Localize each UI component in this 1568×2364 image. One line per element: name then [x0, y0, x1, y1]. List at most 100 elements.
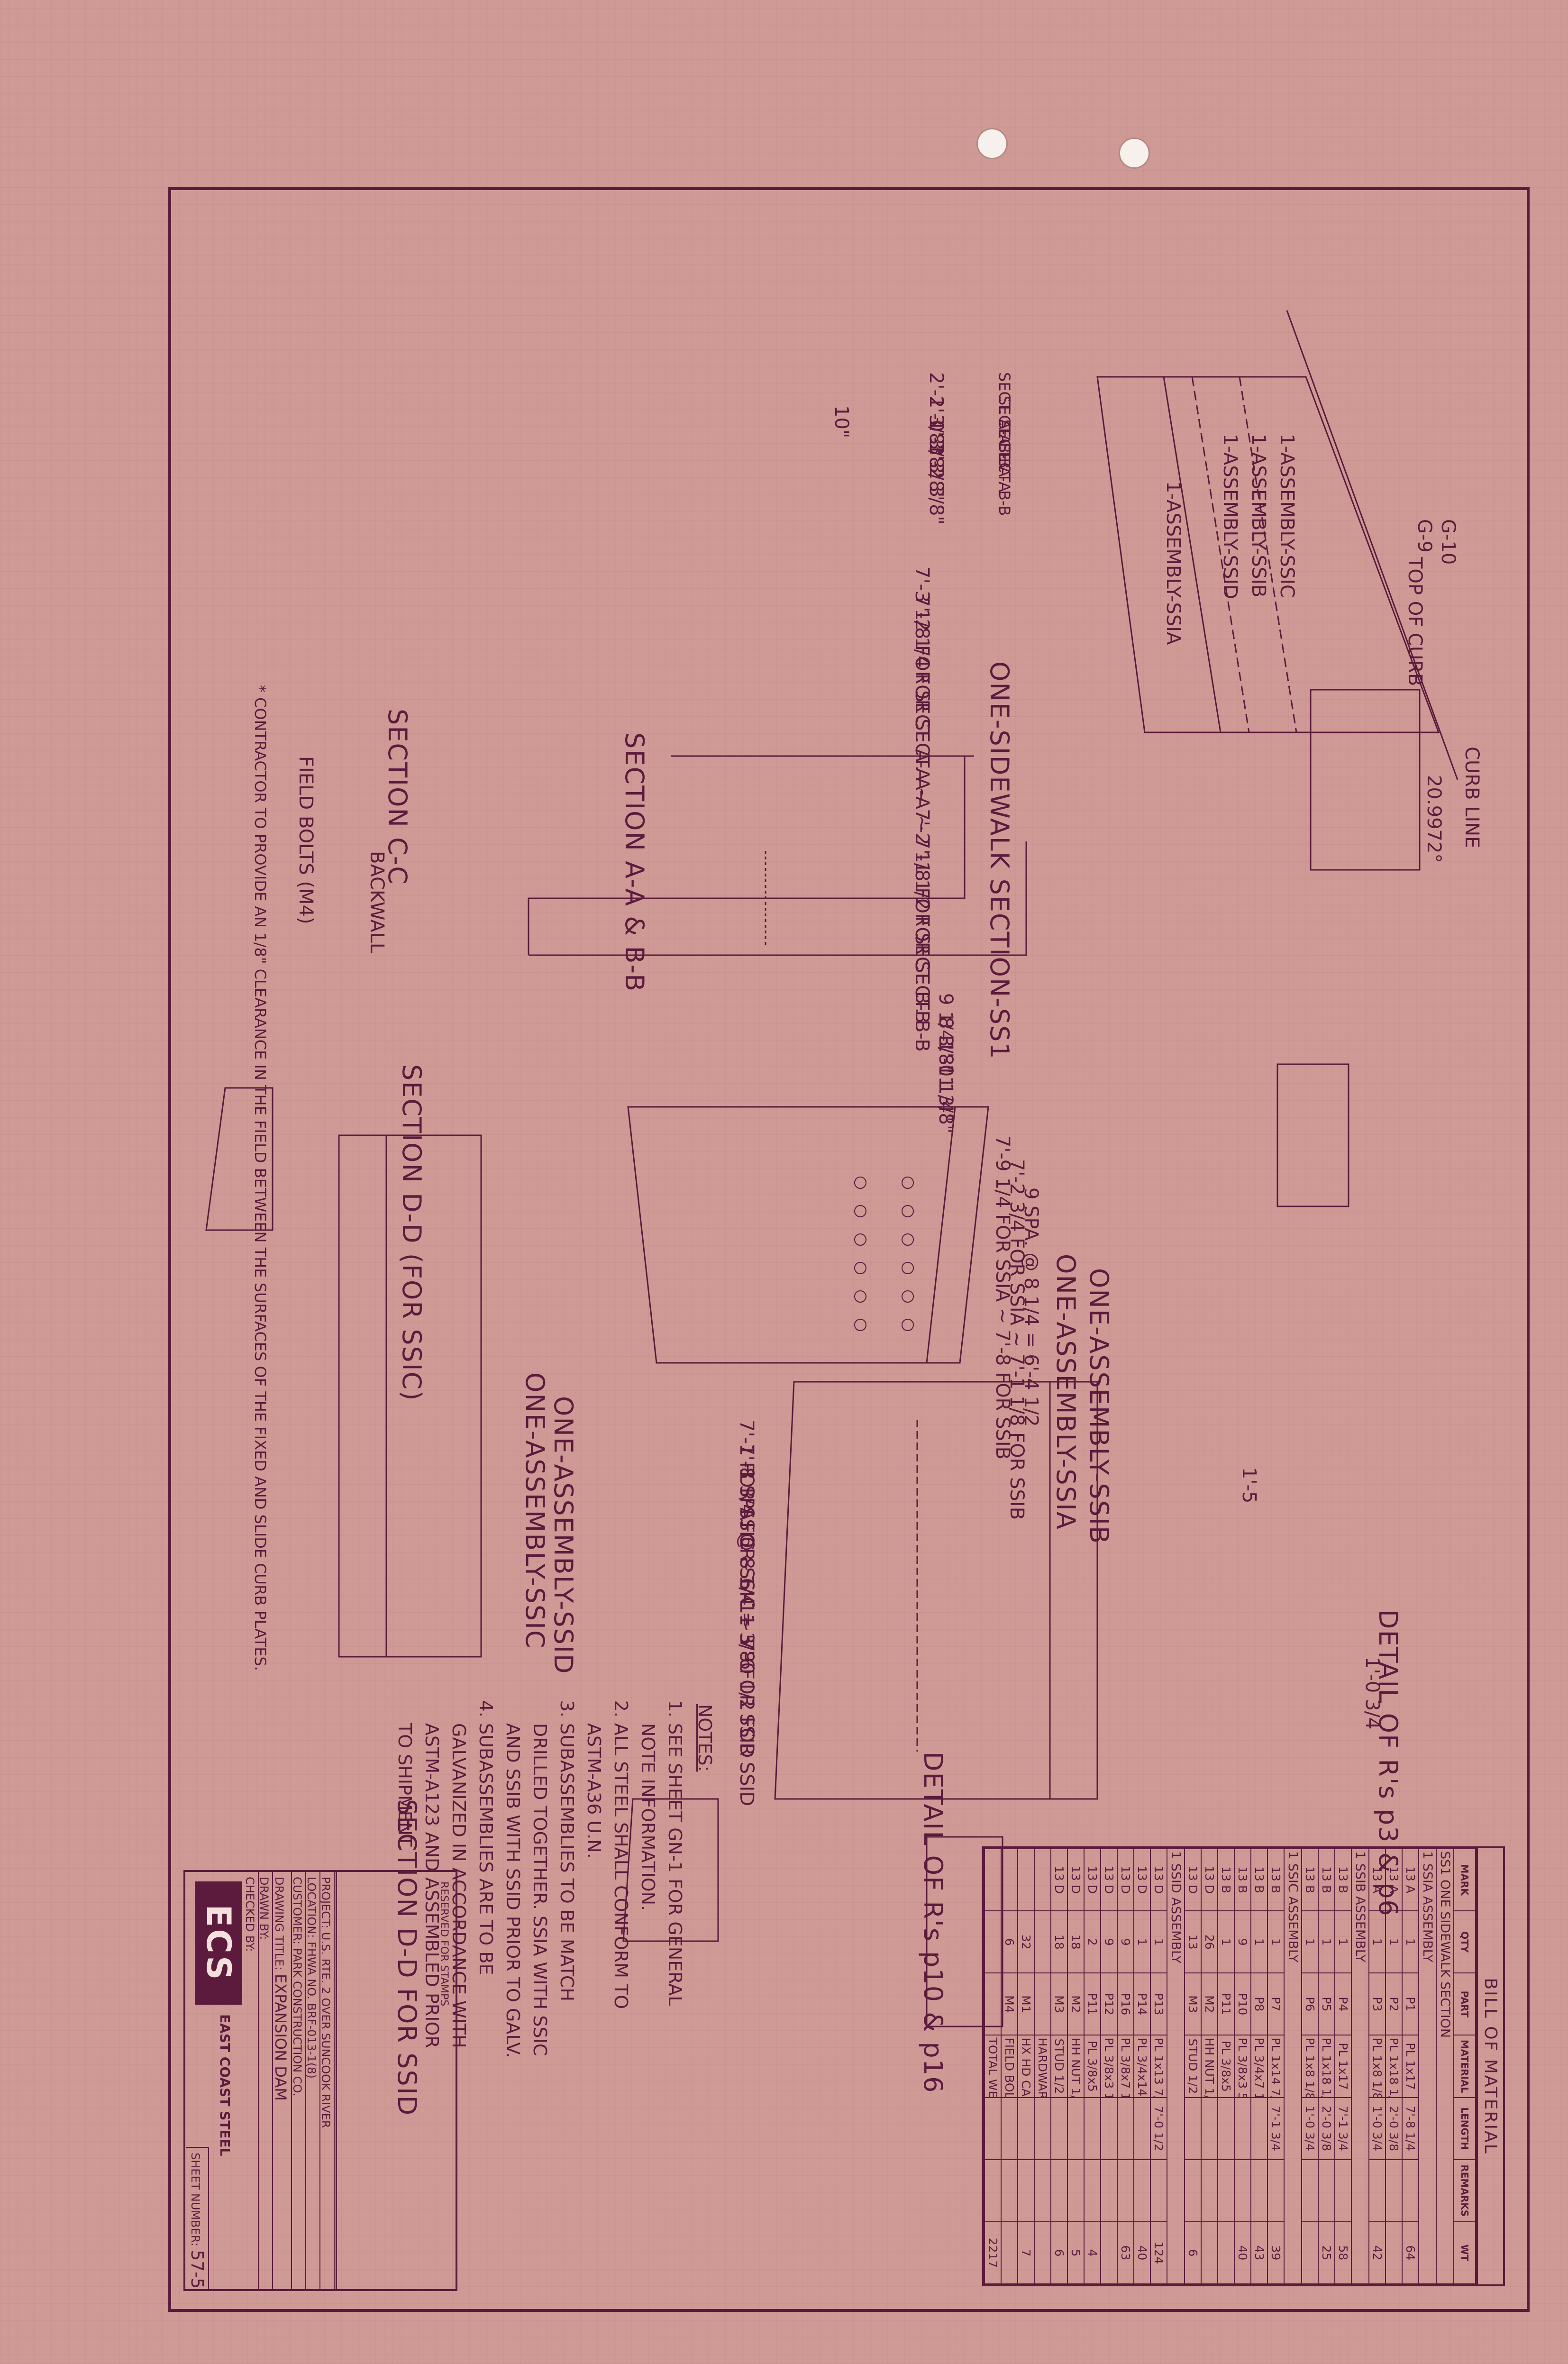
punch-hole-left: [976, 128, 1008, 159]
bom-cell: M3: [1051, 1973, 1067, 2035]
bom-cell: [1001, 2221, 1018, 2284]
tb-sheet-number-value: 57-5: [187, 2250, 207, 2289]
bom-header-material: MATERIAL: [1454, 2035, 1476, 2098]
bom-cell: M2: [1201, 1973, 1218, 2035]
bom-cell: [1067, 2159, 1084, 2222]
bom-cell: TOTAL WEIGHT: [985, 2035, 1001, 2098]
bom-cell: [1185, 2097, 1201, 2160]
bom-cell: 6: [1185, 2221, 1201, 2284]
detail-p10-outline: [623, 1799, 718, 1941]
bom-cell: [1369, 2159, 1386, 2222]
sidewalk-plan-outline: [1097, 377, 1439, 732]
callout-assembly-ssia: 1-ASSEMBLY-SSIA: [1162, 481, 1184, 645]
dim-sect-b2: 1'-2 3/8": [925, 443, 947, 525]
drawing-area: ONE-SIDEWALK SECTION-SS1 SECTION A-A & B…: [168, 187, 1524, 2306]
bom-cell: [985, 1911, 1001, 1973]
section-cc-outline: [1311, 690, 1420, 870]
callout-field-bolts: FIELD BOLTS (M4): [295, 756, 317, 924]
bom-cell: P7: [1267, 1973, 1284, 2035]
bom-cell: 13 D: [1067, 1849, 1084, 1911]
bom-cell: PL 1x13 7/8: [1150, 2035, 1167, 2098]
dim-sect-b2-ref: SECT. B-B: [995, 443, 1013, 516]
bom-cell: PL 3/8x5: [1218, 2035, 1234, 2098]
bom-cell: STUD 1/2: [1051, 2035, 1067, 2098]
bom-cell: 13 D: [1051, 1849, 1067, 1911]
bom-cell: 18: [1051, 1911, 1067, 1973]
bom-cell: P3: [1369, 1973, 1386, 2035]
bom-group-title: 1 SSID ASSEMBLY: [1167, 1849, 1185, 2284]
bom-cell: [1084, 2097, 1101, 2160]
bom-cell: [1051, 2097, 1067, 2160]
bom-cell: HARDWARE: [1034, 2035, 1051, 2098]
bom-cell: 13 D: [1117, 1849, 1134, 1911]
bom-cell: 9: [1234, 1911, 1251, 1973]
bom-header-weight: WT: [1454, 2221, 1476, 2284]
bom-cell: P1: [1402, 1973, 1419, 2035]
bom-cell: PL 3/8x3 1/8: [1101, 2035, 1117, 2098]
bom-cell: [985, 2159, 1001, 2222]
drawing-border: [168, 187, 1530, 2312]
bom-cell: P11: [1084, 1973, 1101, 2035]
bom-cell: 7'-0 1/2: [1150, 2097, 1167, 2160]
bom-cell: [1018, 1849, 1034, 1911]
dim-curb-g10: G-10: [1437, 519, 1459, 565]
bom-cell: 7: [1018, 2221, 1034, 2284]
bom-cell: [1117, 2159, 1134, 2222]
view-title-one-assembly-ssia: ONE-ASSEMBLY-SSIA: [1051, 1254, 1081, 1530]
bom-cell: 13 D: [1185, 1849, 1201, 1911]
bom-cell: 7'-1 3/4: [1267, 2097, 1284, 2160]
bom-cell: 1'-0 3/4: [1369, 2097, 1386, 2160]
dim-ssic-spacing: 8 SPA. @ 8 1/4 = 5'-6: [736, 1467, 757, 1670]
bom-cell: PL 3/8x3 5/8: [1234, 2035, 1251, 2098]
bom-cell: [1084, 2159, 1101, 2222]
bom-cell: PL 1x18 1/8: [1318, 2035, 1335, 2098]
bom-cell: 40: [1134, 2221, 1150, 2284]
bom-table: MARK QTY PART MATERIAL LENGTH REMARKS WT…: [984, 1848, 1476, 2284]
bom-cell: 6: [1001, 1911, 1018, 1973]
bom-cell: 26: [1201, 1911, 1218, 1973]
bom-cell: M1: [1018, 1973, 1034, 2035]
bom-cell: 2217: [985, 2221, 1001, 2284]
bom-cell: 1: [1251, 1911, 1267, 1973]
bom-cell: P16: [1117, 1973, 1134, 2035]
bom-cell: [1218, 2159, 1234, 2222]
bom-cell: 13 A: [1402, 1849, 1419, 1911]
bom-cell: P11: [1218, 1973, 1234, 2035]
bom-cell: PL 1x14 7/8: [1267, 2035, 1284, 2098]
bom-cell: [1101, 2097, 1117, 2160]
bom-cell: P13: [1150, 1973, 1167, 2035]
bom-cell: PL 3/8x7 1/8: [1117, 2035, 1134, 2098]
bom-cell: [1134, 2097, 1150, 2160]
callout-curb-line: CURB LINE: [1461, 747, 1483, 849]
bom-cell: 63: [1117, 2221, 1134, 2284]
bom-cell: 13 B: [1267, 1849, 1284, 1911]
bill-of-material: BILL OF MATERIAL MARK QTY PART MATERIAL …: [982, 1846, 1505, 2286]
bom-cell: [1234, 2159, 1251, 2222]
bom-cell: 1: [1318, 1911, 1335, 1973]
rotated-drawing: ONE-SIDEWALK SECTION-SS1 SECTION A-A & B…: [168, 187, 1524, 2306]
bom-cell: 1: [1302, 1911, 1318, 1973]
assembly-ssic-outline: [775, 1382, 1097, 1799]
bom-cell: [985, 1849, 1001, 1911]
bom-cell: [1034, 2097, 1051, 2160]
bom-cell: [1185, 2159, 1201, 2222]
callout-assembly-ssid: 1-ASSEMBLY-SSID: [1219, 434, 1241, 599]
general-notes: NOTES: SEE SHEET GN-1 FOR GENERAL NOTE I…: [391, 1704, 718, 2060]
bom-cell: 124: [1150, 2221, 1167, 2284]
bom-cell: [1302, 2159, 1318, 2222]
bom-cell: FIELD BOLT: [1001, 2035, 1018, 2098]
bom-cell: [1018, 2097, 1034, 2160]
bom-cell: HX HD CAP SCR: [1018, 2035, 1034, 2098]
bom-group-title: 1 SSIB ASSEMBLY: [1351, 1849, 1369, 2284]
section-dd-ssic-outline: [1277, 1064, 1349, 1206]
bom-cell: 13 A: [1369, 1849, 1386, 1911]
bom-cell: [1117, 2097, 1134, 2160]
bom-cell: 13 B: [1335, 1849, 1351, 1911]
callout-assembly-ssib: 1-ASSEMBLY-SSIB: [1248, 434, 1269, 598]
view-title-one-assembly-ssic: ONE-ASSEMBLY-SSIC: [520, 1372, 550, 1649]
bom-group-title: SS1 ONE SIDEWALK SECTION: [1436, 1849, 1454, 2284]
